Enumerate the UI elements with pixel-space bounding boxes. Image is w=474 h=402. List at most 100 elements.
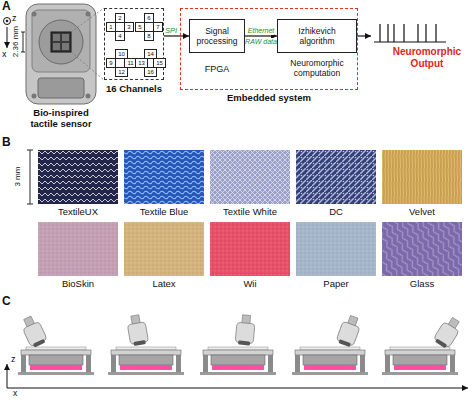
illustration-part (6, 20, 8, 22)
illustration-part (53, 43, 60, 50)
illustration-part (417, 24, 418, 42)
illustration-part (26, 4, 96, 104)
illustration-part (53, 34, 60, 41)
group-heading: 16 Channels (85, 83, 183, 94)
dimension-bracket (21, 32, 25, 52)
illustration-part (21, 32, 25, 33)
illustration-part (387, 24, 388, 42)
illustration-part (296, 222, 376, 276)
illustration-part (7, 27, 8, 48)
illustration-part (23, 32, 24, 52)
channel-pad: 12 (115, 67, 128, 77)
axis-label: x (2, 49, 7, 59)
panel-letter: C (2, 295, 11, 309)
channel-number: 10 (118, 51, 125, 57)
connector-arrow (164, 35, 189, 36)
illustration-part (382, 222, 462, 276)
illustration-part (39, 20, 83, 64)
illustration-part (382, 150, 462, 204)
illustration-part (393, 24, 394, 42)
node-label: Izhikevich algorithm (278, 26, 356, 46)
illustration-part (126, 314, 149, 347)
component-caption: Bio-inspired tactile sensor (20, 108, 102, 130)
illustration-part (38, 150, 118, 204)
illustration-part (38, 222, 118, 276)
illustration-part (296, 150, 376, 204)
channel-number: 13 (138, 60, 145, 66)
illustration-part (210, 222, 290, 276)
illustration-part (336, 314, 363, 348)
output-label: Neuromorphic Output (384, 46, 470, 69)
texture-name: BioSkin (62, 279, 94, 290)
illustration-part (124, 150, 204, 204)
illustration-part (382, 222, 462, 276)
illustration-part (21, 52, 25, 53)
illustration-part (210, 222, 290, 276)
illustration-part (86, 94, 91, 99)
group-heading: Neuromorphic computation (278, 58, 356, 78)
texture-name: TextileUX (58, 207, 98, 218)
illustration-part (200, 347, 276, 375)
zoom-lines (71, 8, 104, 80)
illustration-part (32, 94, 37, 99)
axis-label: z (11, 354, 16, 364)
illustration-part (38, 78, 84, 98)
illustration-part (296, 150, 376, 204)
illustration-part (374, 41, 446, 42)
scale-label: 3 mm (13, 167, 22, 187)
texture-name: Velvet (409, 207, 435, 218)
illustration-part (7, 364, 8, 388)
channel-group-box: 16 Channels12345678910111213141516 (104, 8, 164, 80)
channel-number: 7 (156, 24, 159, 30)
illustration-part (38, 222, 118, 276)
illustration-part (19, 314, 48, 349)
embedded-system-box: Embedded systemSignal processingFPGAIzhi… (180, 8, 358, 90)
node-label: Signal processing (190, 26, 244, 46)
illustration-part (71, 8, 104, 32)
test-rig-illustration (18, 314, 464, 375)
group-heading: Embedded system (161, 92, 377, 103)
channel-number: 11 (127, 60, 133, 66)
channel-pad: 7 (153, 22, 163, 32)
channel-pad: 3 (124, 22, 134, 32)
illustration-part (86, 12, 91, 17)
illustration-part (32, 12, 37, 17)
illustration-part (62, 43, 69, 50)
channel-number: 8 (147, 33, 150, 39)
channel-number: 1 (109, 24, 112, 30)
panel-letter: A (2, 0, 11, 14)
illustration-part (27, 204, 33, 205)
connector-arrow (245, 35, 277, 36)
edge-label: Ethernet (248, 27, 274, 35)
channel-pad: 8 (144, 31, 154, 41)
edge-label: SPI (165, 27, 177, 35)
texture-name: Latex (152, 279, 175, 290)
texture-name: Paper (323, 279, 348, 290)
illustration-part (382, 150, 462, 204)
texture-name: Wii (243, 279, 256, 290)
illustration-part (296, 222, 376, 276)
illustration-part (382, 347, 458, 375)
texture-name: Glass (410, 279, 434, 290)
illustration-part (292, 347, 368, 375)
illustration-part (51, 32, 71, 52)
illustration-part (30, 150, 31, 204)
tactile-sensor-illustration (26, 4, 96, 104)
illustration-part (432, 315, 463, 350)
illustration-part (124, 150, 204, 204)
illustration-part (7, 388, 468, 389)
dimension-label: 2.36 mm (11, 26, 20, 57)
illustration-part (210, 150, 290, 204)
channel-number: 14 (147, 51, 154, 57)
texture-swatches (38, 150, 462, 276)
channel-number: 4 (118, 33, 121, 39)
illustration-part (32, 10, 90, 72)
group-heading: FPGA (170, 64, 264, 75)
illustration-part (403, 24, 404, 42)
panel-letter: B (2, 136, 11, 150)
axis-label: z (12, 13, 17, 23)
